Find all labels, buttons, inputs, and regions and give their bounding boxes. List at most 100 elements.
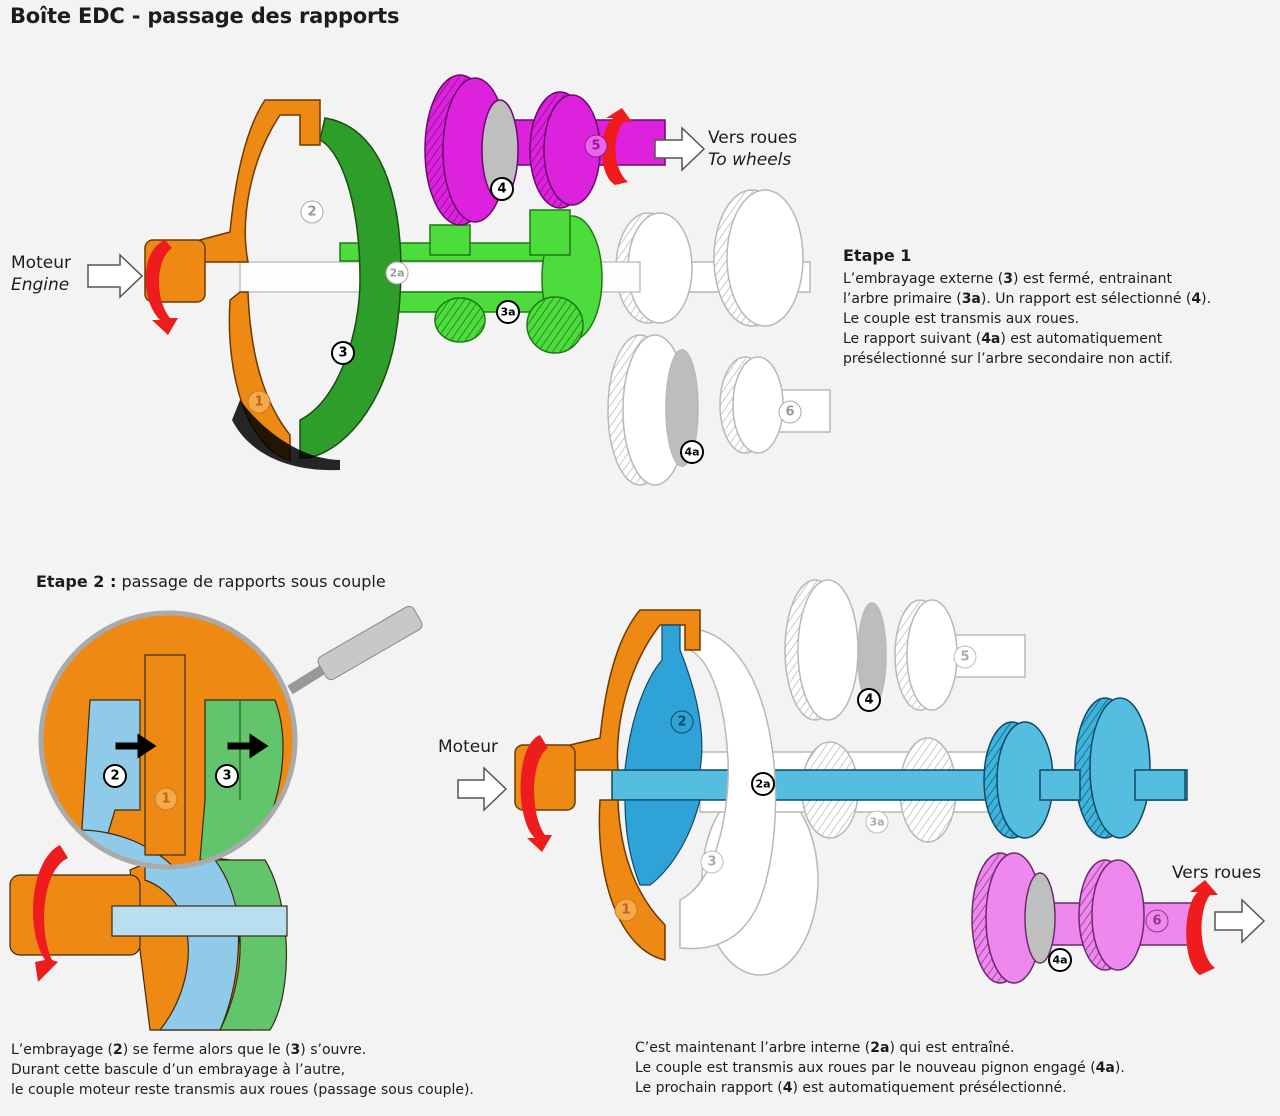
text-run: L’embrayage ( (11, 1042, 113, 1058)
step2-heading: Etape 2 : (36, 572, 117, 591)
zoom-marker-3: 3 (222, 769, 231, 784)
text-run: Le couple est transmis aux roues. (843, 311, 1080, 327)
text-run: ). (1114, 1060, 1125, 1076)
selected-gear-4 (424, 74, 666, 226)
reference-number: 4a (981, 331, 1001, 347)
step2-right-caption-line: C’est maintenant l’arbre interne (2a) qu… (635, 1038, 1125, 1058)
step1-description-line: présélectionné sur l’arbre secondaire no… (843, 349, 1211, 369)
text-run: ) s’ouvre. (300, 1042, 367, 1058)
step2-illustration: 1 2 2a 3 3a 4 4a 5 6 (457, 579, 1266, 984)
marker-2: 2 (307, 205, 316, 220)
step2-right-caption-line: Le couple est transmis aux roues par le … (635, 1058, 1125, 1078)
marker-3a: 3a (869, 816, 884, 829)
reference-number: 4a (1095, 1060, 1115, 1076)
step1-inactive-gears (607, 189, 831, 486)
wheels-label-step2: Vers roues (1172, 863, 1262, 883)
engaged-gear-4a (971, 852, 1201, 984)
reference-number: 3 (1003, 271, 1013, 287)
step1-description: L’embrayage externe (3) est fermé, entra… (843, 269, 1211, 369)
step2-right-caption: C’est maintenant l’arbre interne (2a) qu… (635, 1038, 1125, 1098)
step1-heading: Etape 1 (843, 246, 912, 265)
text-run: Le couple est transmis aux roues par le … (635, 1060, 1096, 1076)
text-run: ) se ferme alors que le ( (122, 1042, 291, 1058)
inner-shaft-2a-active (611, 697, 1188, 839)
rotation-arrow-output-step2-icon (1186, 880, 1218, 975)
reference-number: 2 (113, 1042, 123, 1058)
marker-3: 3 (707, 855, 716, 870)
engine-input-arrow-icon (87, 253, 144, 299)
step2-markers: 1 2 2a 3 3a 4 4a 5 6 (614, 645, 1169, 972)
diagram-title: Boîte EDC - passage des rapports (10, 4, 400, 28)
reference-number: 3 (290, 1042, 301, 1058)
step2-right-caption-line: Le prochain rapport (4) est automatiquem… (635, 1078, 1125, 1098)
step1-illustration: 1 2 2a 3 3a 4 4a 5 6 (87, 74, 831, 486)
step2-subheading: passage de rapports sous couple (121, 572, 386, 591)
marker-5: 5 (960, 650, 969, 665)
engine-label-en: Engine (11, 275, 70, 295)
step2-heading-row: Etape 2 : passage de rapports sous coupl… (36, 572, 386, 591)
text-run: ) est automatiquement présélectionné. (792, 1080, 1067, 1096)
text-run: ) est automatiquement (1000, 331, 1163, 347)
reference-number: 2a (870, 1040, 890, 1056)
text-run: ) est fermé, entrainant (1012, 271, 1172, 287)
marker-4: 4 (864, 693, 873, 708)
marker-6: 6 (785, 405, 794, 420)
text-run: Le rapport suivant ( (843, 331, 982, 347)
text-run: ). Un rapport est sélectionné ( (980, 291, 1192, 307)
wheels-label-en: To wheels (708, 150, 792, 170)
text-run: Durant cette bascule d’un embrayage à l’… (11, 1062, 346, 1078)
rotation-arrow-input-step2-icon (520, 735, 552, 852)
step1-markers: 1 2 2a 3 3a 4 4a 5 6 (247, 134, 802, 464)
step1-description-line: l’arbre primaire (3a). Un rapport est sé… (843, 289, 1211, 309)
marker-4a: 4a (1052, 954, 1067, 967)
step1-description-line: L’embrayage externe (3) est fermé, entra… (843, 269, 1211, 289)
step2-left-caption-line: le couple moteur reste transmis aux roue… (11, 1080, 474, 1100)
text-run: ). (1201, 291, 1212, 307)
marker-2: 2 (677, 715, 686, 730)
text-run: L’embrayage externe ( (843, 271, 1004, 287)
step1-description-line: Le rapport suivant (4a) est automatiquem… (843, 329, 1211, 349)
marker-1: 1 (621, 903, 630, 918)
zoom-marker-1: 1 (161, 792, 170, 807)
reference-number: 4 (1191, 291, 1202, 307)
text-run: C’est maintenant l’arbre interne ( (635, 1040, 871, 1056)
rotation-arrow-output-icon (601, 108, 632, 185)
marker-6: 6 (1152, 914, 1161, 929)
marker-2a: 2a (389, 267, 404, 280)
wheels-label: Vers roues To wheels (708, 127, 797, 171)
text-run: présélectionné sur l’arbre secondaire no… (843, 351, 1173, 367)
step2-left-caption-line: L’embrayage (2) se ferme alors que le (3… (11, 1040, 474, 1060)
engine-label: Moteur Engine (11, 252, 71, 296)
text-run: le couple moteur reste transmis aux roue… (11, 1082, 474, 1098)
wheels-label-fr: Vers roues (708, 128, 798, 148)
text-run: ) qui est entraîné. (889, 1040, 1015, 1056)
step2-magnifier-illustration: 2 1 3 (9, 605, 423, 1031)
step2-left-caption-line: Durant cette bascule d’un embrayage à l’… (11, 1060, 474, 1080)
rotation-arrow-zoom-icon (33, 845, 68, 982)
primary-shaft-3a (339, 209, 603, 354)
rotation-arrow-input-icon (145, 240, 178, 335)
marker-1: 1 (254, 395, 263, 410)
zoom-marker-2: 2 (110, 769, 119, 784)
engine-label-step2: Moteur (438, 737, 498, 757)
wheels-output-arrow-step2-icon (1214, 898, 1266, 944)
marker-5: 5 (591, 139, 600, 154)
reference-number: 3a (961, 291, 981, 307)
step2-left-caption: L’embrayage (2) se ferme alors que le (3… (11, 1040, 474, 1100)
magnifier-handle-icon (287, 605, 423, 695)
inner-clutch-2 (624, 624, 703, 886)
marker-4a: 4a (684, 446, 699, 459)
step1-text: Etape 1 L’embrayage externe (3) est ferm… (843, 246, 1211, 369)
reference-number: 4 (782, 1080, 793, 1096)
marker-3: 3 (338, 346, 347, 361)
engine-input-arrow-step2-icon (457, 766, 508, 812)
text-run: l’arbre primaire ( (843, 291, 962, 307)
marker-2a: 2a (755, 778, 770, 791)
step1-description-line: Le couple est transmis aux roues. (843, 309, 1211, 329)
engine-label-fr: Moteur (11, 253, 71, 273)
text-run: Le prochain rapport ( (635, 1080, 783, 1096)
marker-4: 4 (497, 182, 506, 197)
marker-3a: 3a (500, 306, 515, 319)
wheels-output-arrow-icon (654, 126, 706, 172)
